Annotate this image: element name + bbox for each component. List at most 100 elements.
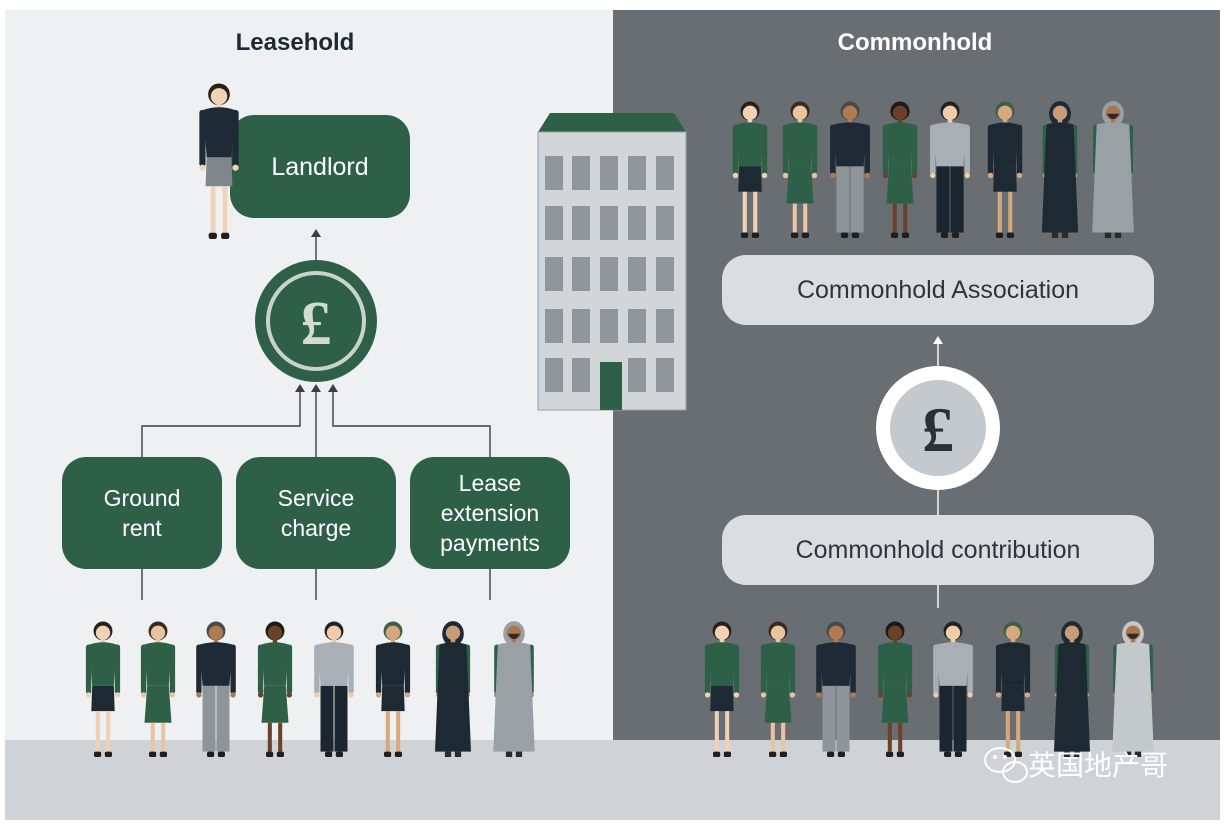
head	[210, 88, 228, 105]
hand	[816, 692, 822, 698]
arm-right	[811, 124, 818, 175]
commonhold-association-label: Commonhold Association	[796, 275, 1080, 304]
leg	[278, 722, 283, 752]
pound-coin-leasehold: £	[255, 260, 377, 382]
dress	[886, 166, 914, 204]
wechat-icon	[984, 747, 1028, 783]
hand	[882, 172, 889, 179]
leg	[836, 685, 850, 752]
shoe	[1006, 232, 1015, 238]
neck	[897, 119, 903, 124]
person-man-1-icon	[830, 101, 870, 238]
shoe	[751, 232, 760, 238]
leg	[887, 722, 892, 752]
dress	[786, 166, 814, 204]
shoe	[790, 232, 799, 238]
shoe	[1104, 232, 1112, 238]
leg	[953, 685, 967, 752]
shoe	[840, 232, 849, 238]
shoe	[444, 751, 452, 757]
arm-right	[761, 124, 768, 175]
person-woman-4-icon	[987, 101, 1023, 238]
torso	[833, 122, 867, 167]
neck	[1002, 119, 1008, 124]
arm-right	[864, 124, 870, 175]
building	[537, 113, 687, 411]
hand	[375, 692, 382, 698]
arm-left	[930, 124, 936, 175]
shoe	[149, 751, 157, 757]
neck	[719, 639, 725, 644]
building-window	[656, 156, 674, 190]
head	[208, 625, 224, 640]
hand	[987, 172, 994, 179]
chat-bubble	[984, 747, 1016, 773]
head	[150, 625, 166, 640]
arm-right	[1024, 644, 1031, 694]
person-woman-3-icon	[257, 621, 293, 757]
robe	[1041, 122, 1079, 233]
beard	[1126, 633, 1140, 640]
chat-bubble	[1002, 761, 1028, 783]
building-window	[656, 206, 674, 240]
shoe	[995, 232, 1004, 238]
neck	[1110, 119, 1116, 124]
skirt	[381, 685, 405, 712]
building-window	[656, 358, 674, 392]
head	[95, 625, 111, 640]
arm-right	[733, 644, 740, 694]
person-woman-3-icon	[877, 621, 913, 757]
skirt	[205, 157, 233, 187]
building-window	[545, 257, 563, 291]
head	[1005, 625, 1021, 640]
beard	[1106, 113, 1120, 120]
neck	[947, 119, 953, 124]
arm-left	[196, 644, 202, 694]
building-window	[628, 206, 646, 240]
shoe	[769, 751, 777, 757]
torso	[89, 642, 117, 686]
hand	[114, 692, 121, 698]
coin-outer	[255, 260, 377, 382]
person-woman-4-icon	[995, 621, 1031, 757]
shoe	[1124, 751, 1132, 757]
shoe	[896, 751, 904, 757]
torso	[764, 642, 792, 686]
shoe	[1061, 232, 1069, 238]
neck	[950, 639, 956, 644]
service-charge-box	[236, 457, 396, 569]
arm-right	[911, 124, 918, 175]
watermark-text: 英国地产哥	[1028, 750, 1169, 781]
neck	[775, 639, 781, 644]
person-man-2-icon	[933, 621, 973, 757]
leg	[903, 203, 908, 233]
torso	[144, 642, 172, 686]
person-woman-hijab-icon	[1041, 101, 1079, 238]
shoe	[723, 751, 731, 757]
neck	[892, 639, 898, 644]
torso	[936, 642, 970, 686]
building-window	[572, 257, 590, 291]
person-woman-1-icon	[85, 621, 121, 757]
hand	[906, 692, 913, 698]
skirt	[738, 166, 762, 192]
head	[742, 105, 758, 121]
arm-left	[704, 644, 711, 694]
torso	[708, 642, 736, 686]
head	[770, 625, 786, 640]
shoe	[1134, 751, 1142, 757]
shoe	[335, 751, 343, 757]
building-window	[572, 358, 590, 392]
leg	[939, 685, 953, 752]
arm-left	[140, 644, 147, 694]
arm-right	[348, 644, 354, 694]
robe	[493, 642, 535, 752]
commonhold-connectors	[933, 336, 943, 608]
arm-right	[230, 644, 236, 694]
shoe	[217, 751, 225, 757]
arm-right	[404, 644, 411, 694]
shoe	[1051, 232, 1059, 238]
torso	[199, 642, 233, 686]
arm-left	[995, 644, 1002, 694]
